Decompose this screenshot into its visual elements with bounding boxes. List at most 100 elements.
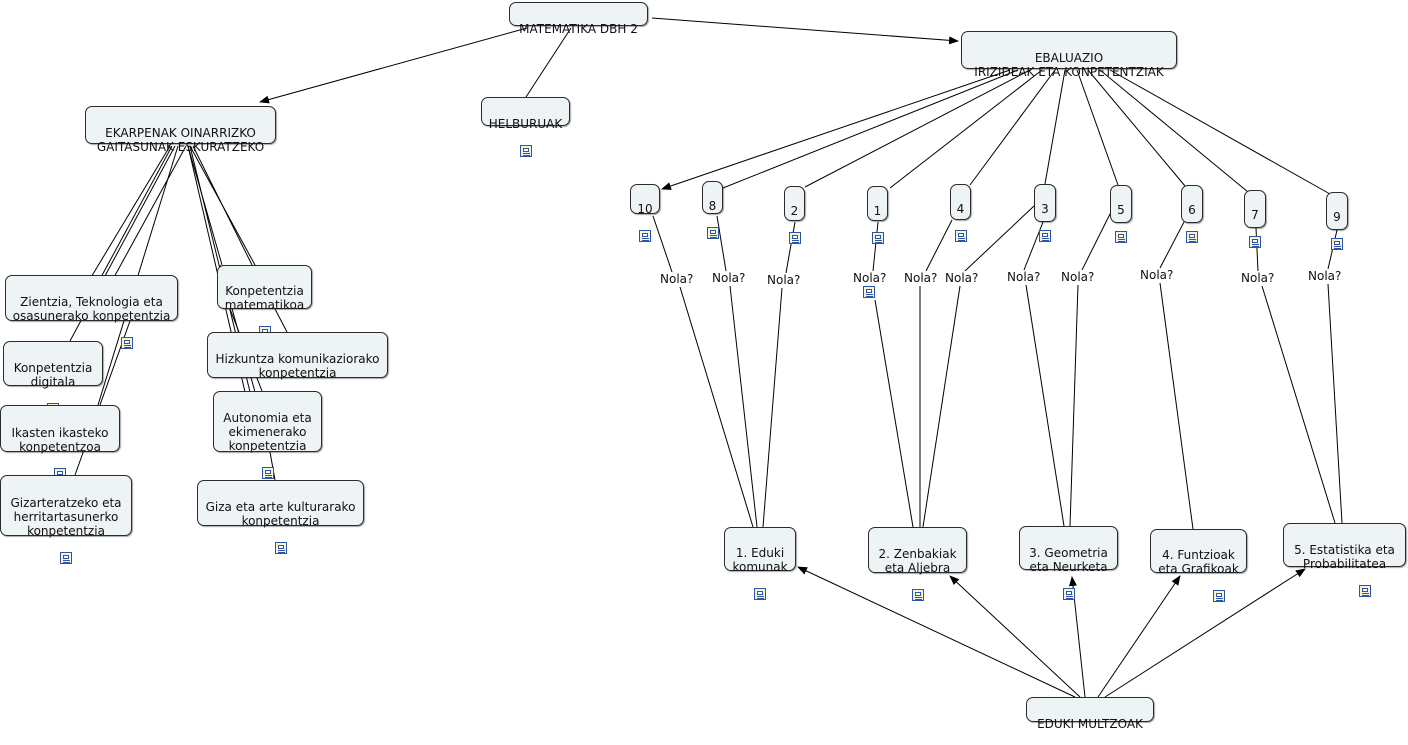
node-label: Autonomia eta ekimenerako konpetentzia [223,411,312,453]
link-label-nola: Nola? [1006,270,1042,284]
link-line [889,69,1043,189]
resource-icon[interactable] [754,588,766,600]
link-line [925,219,953,272]
node-label: EBALUAZIO IRIZIDEAK ETA KONPETENTZIAK [974,51,1164,79]
resource-icon[interactable] [60,552,72,564]
resource-icon[interactable] [788,232,801,244]
node-matematika-dbh2[interactable]: MATEMATIKA DBH 2 [509,2,648,36]
resource-icon[interactable] [1249,236,1261,248]
node-konpetentzia-matematikoa[interactable]: Konpetentzia matematikoa [217,265,312,338]
resource-icon[interactable] [639,230,651,242]
link-line [804,69,1031,188]
link-line [1255,227,1259,272]
criterion-9[interactable]: 9 [1326,192,1348,250]
resource-icon[interactable] [871,232,884,244]
resource-icon[interactable] [261,467,274,479]
criterion-1[interactable]: 1 [867,186,888,244]
link-line [1109,69,1331,195]
node-label: EDUKI MULTZOAK [1037,717,1143,731]
node-label: 10 [637,202,653,216]
link-label-nola: Nola? [659,272,695,286]
link-line [274,308,288,333]
link-line [192,145,253,266]
node-ikasten-ikasteko[interactable]: Ikasten ikasteko konpetentzoa [0,405,120,480]
block-zenbakiak-aljebra[interactable]: 2. Zenbakiak eta Aljebra [868,527,967,601]
link-label-nola: Nola? [1307,269,1343,283]
link-line [785,221,796,274]
criterion-4[interactable]: 4 [950,184,971,242]
resource-icon[interactable] [274,542,287,554]
node-label: 2 [790,204,799,218]
link-label-nola: Nola? [903,271,939,285]
node-zientzia-konpetentzia[interactable]: Zientzia, Teknologia eta osasunerako kon… [5,275,178,349]
node-label: 4 [956,202,965,216]
resource-icon[interactable] [1115,231,1127,243]
link-line [1261,285,1336,524]
arrow-link [797,566,1076,698]
node-label: 1. Eduki komunak [732,546,788,574]
link-label-nola: Nola? [1240,271,1276,285]
node-label: 2. Zenbakiak eta Aljebra [878,547,957,575]
block-eduki-komunak[interactable]: 1. Eduki komunak [724,527,796,600]
criterion-6[interactable]: 6 [1181,185,1203,243]
node-label: Konpetentzia digitala [13,361,93,389]
link-line [652,215,673,273]
resource-icon[interactable] [1062,588,1075,600]
link-line [1025,284,1065,527]
link-line [1087,69,1186,187]
resource-icon[interactable] [1212,590,1225,602]
link-line [1081,209,1113,271]
link-line [89,145,171,280]
link-line [762,287,783,528]
link-line [874,299,914,528]
link-label-nola: Nola? [1139,268,1175,282]
node-gizarteratzeko[interactable]: Gizarteratzeko eta herritartasunerko kon… [0,475,132,564]
node-ebaluazio[interactable]: EBALUAZIO IRIZIDEAK ETA KONPETENTZIAK [961,31,1177,79]
node-label: 3. Geometria eta Neurketa [1029,546,1108,574]
resource-icon[interactable] [1186,231,1198,243]
node-eduki-multzoak[interactable]: EDUKI MULTZOAK [1026,697,1154,731]
link-line [1076,69,1119,186]
criterion-5[interactable]: 5 [1110,185,1132,243]
resource-icon[interactable] [911,589,924,601]
link-line [922,285,961,528]
criterion-10[interactable]: 10 [630,184,660,242]
resource-icon[interactable] [863,286,875,298]
link-line [525,27,572,98]
resource-icon[interactable] [1358,585,1371,597]
node-label: 7 [1251,208,1259,222]
block-estatistika-probabilitatea[interactable]: 5. Estatistika eta Probabilitatea [1283,523,1406,597]
node-label: Ikasten ikasteko konpetentzoa [11,426,109,454]
node-label: 9 [1333,210,1341,224]
block-funtzioak-grafikoak[interactable]: 4. Funtzioak eta Grafikoak [1150,529,1247,602]
resource-icon[interactable] [1039,230,1051,242]
criterion-2[interactable]: 2 [784,186,805,244]
criterion-3[interactable]: 3 [1034,184,1056,242]
node-label: 8 [708,199,717,213]
node-giza-arte[interactable]: Giza eta arte kulturarako konpetentzia [197,480,364,554]
arrow-link [949,575,1081,698]
link-line [1069,284,1079,527]
link-line [1099,69,1249,193]
link-line [716,215,727,272]
link-line [1159,221,1185,269]
resource-icon[interactable] [706,227,719,239]
node-konpetentzia-digitala[interactable]: Konpetentzia digitala [3,341,103,415]
resource-icon[interactable] [954,230,967,242]
link-line [969,69,1056,186]
node-helburuak[interactable]: HELBURUAK [481,97,570,157]
link-line [1044,69,1066,185]
resource-icon[interactable] [120,337,133,349]
resource-icon[interactable] [519,145,532,157]
resource-icon[interactable] [1331,238,1343,250]
node-ekarpenak[interactable]: EKARPENAK OINARRIZKO GAITASUNAK ESKURATZ… [85,106,276,154]
link-label-nola: Nola? [766,273,802,287]
criterion-7[interactable]: 7 [1244,190,1266,248]
node-label: 5. Estatistika eta Probabilitatea [1294,543,1395,571]
block-geometria-neurketa[interactable]: 3. Geometria eta Neurketa [1019,526,1118,600]
node-autonomia[interactable]: Autonomia eta ekimenerako konpetentzia [213,391,322,479]
link-line [872,221,879,272]
node-hizkuntza[interactable]: Hizkuntza komunikaziorako konpetentzia [207,332,388,406]
link-line [729,285,758,528]
criterion-8[interactable]: 8 [702,181,723,239]
